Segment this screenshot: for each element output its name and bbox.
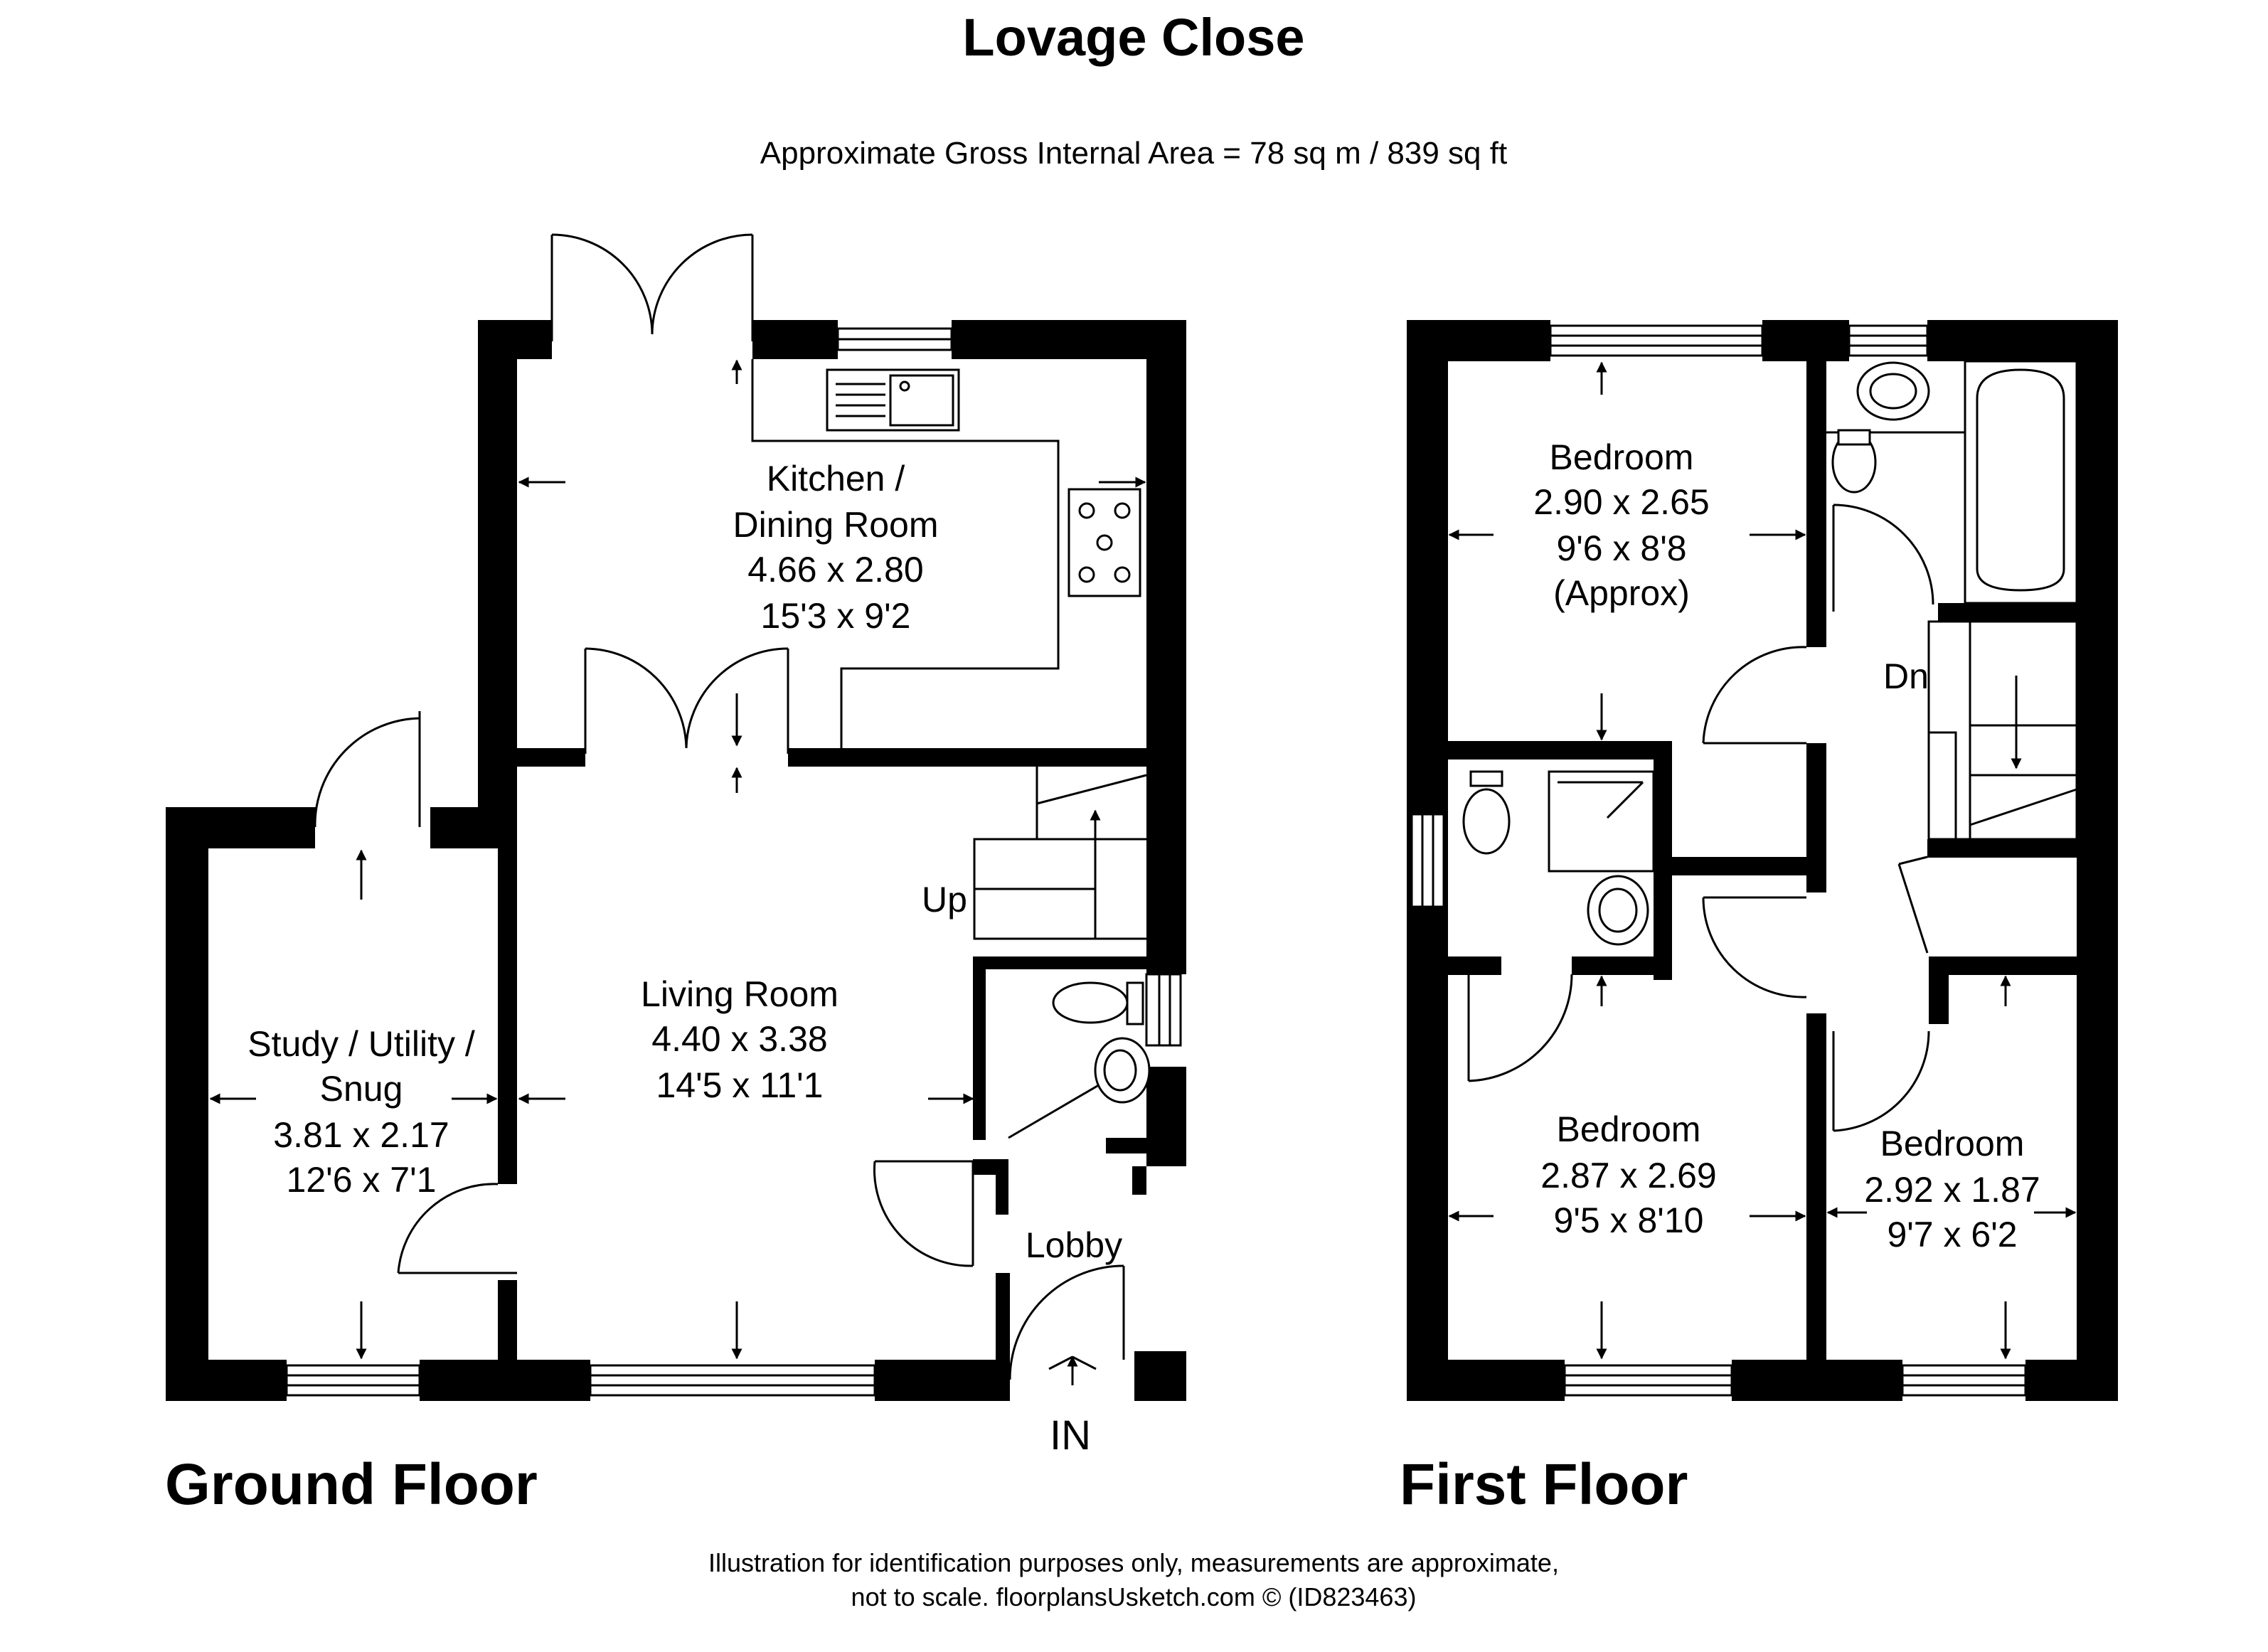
svg-text:9'5 x 8'10: 9'5 x 8'10 xyxy=(1554,1200,1704,1240)
svg-text:Living Room: Living Room xyxy=(641,974,838,1014)
bedroom-3-label: Bedroom 2.92 x 1.87 9'7 x 6'2 xyxy=(1864,1124,2040,1254)
bedroom-2-label: Bedroom 2.87 x 2.69 9'5 x 8'10 xyxy=(1540,1109,1716,1240)
svg-text:Snug: Snug xyxy=(320,1069,403,1109)
svg-text:Study / Utility /: Study / Utility / xyxy=(247,1024,475,1064)
first-floor-plan: Bedroom 2.90 x 2.65 9'6 x 8'8 (Approx) B… xyxy=(1407,320,2118,1401)
ground-floor-windows xyxy=(285,327,1182,1397)
svg-text:15'3 x 9'2: 15'3 x 9'2 xyxy=(761,596,911,636)
ground-floor-plan: Kitchen / Dining Room 4.66 x 2.80 15'3 x… xyxy=(166,233,1186,1459)
svg-text:Bedroom: Bedroom xyxy=(1550,437,1694,477)
stairs-down-label: Dn xyxy=(1883,656,1929,696)
first-floor-stairs xyxy=(1927,620,2078,841)
gross-area: Approximate Gross Internal Area = 78 sq … xyxy=(760,136,1507,171)
svg-text:3.81 x 2.17: 3.81 x 2.17 xyxy=(273,1115,449,1155)
ensuite-fixtures xyxy=(1462,770,1655,946)
kitchen-fixtures xyxy=(751,359,1141,748)
first-floor-dimension-arrows xyxy=(1448,361,2077,1360)
disclaimer-line-2: not to scale. floorplansUsketch.com © (I… xyxy=(851,1582,1417,1611)
ground-floor-title: Ground Floor xyxy=(165,1452,538,1517)
first-floor-doors xyxy=(1467,503,1934,1132)
svg-text:12'6 x 7'1: 12'6 x 7'1 xyxy=(287,1160,437,1200)
ground-floor-walls xyxy=(166,320,1186,1401)
svg-text:Dining Room: Dining Room xyxy=(733,505,938,545)
svg-text:9'7 x 6'2: 9'7 x 6'2 xyxy=(1887,1215,2017,1254)
svg-text:Kitchen /: Kitchen / xyxy=(767,459,905,499)
svg-text:2.92 x 1.87: 2.92 x 1.87 xyxy=(1864,1170,2040,1210)
svg-text:9'6 x 8'8: 9'6 x 8'8 xyxy=(1556,528,1686,568)
svg-text:4.40 x 3.38: 4.40 x 3.38 xyxy=(651,1019,827,1059)
lobby-label: Lobby xyxy=(1026,1225,1122,1265)
ground-floor-stairs xyxy=(973,767,1147,940)
svg-text:Bedroom: Bedroom xyxy=(1557,1109,1701,1149)
first-floor-walls xyxy=(1407,320,2118,1401)
study-utility-snug-label: Study / Utility / Snug 3.81 x 2.17 12'6 … xyxy=(247,1024,475,1200)
svg-text:14'5 x 11'1: 14'5 x 11'1 xyxy=(656,1065,823,1105)
bathroom-fixtures xyxy=(1826,360,2078,604)
disclaimer-line-1: Illustration for identification purposes… xyxy=(708,1548,1559,1577)
entrance-label: IN xyxy=(1050,1412,1091,1459)
living-room-label: Living Room 4.40 x 3.38 14'5 x 11'1 xyxy=(641,974,838,1105)
kitchen-dining-label: Kitchen / Dining Room 4.66 x 2.80 15'3 x… xyxy=(733,459,938,636)
first-floor-windows xyxy=(1410,324,2027,1397)
page-title: Lovage Close xyxy=(962,8,1304,67)
svg-text:2.90 x 2.65: 2.90 x 2.65 xyxy=(1533,482,1709,522)
first-floor-title: First Floor xyxy=(1400,1452,1688,1517)
ground-floor-doors xyxy=(314,233,1125,1380)
svg-text:(Approx): (Approx) xyxy=(1553,573,1690,613)
wc-fixtures xyxy=(1052,981,1151,1104)
ground-floor-dimension-arrows xyxy=(209,359,1146,1385)
bedroom-1-label: Bedroom 2.90 x 2.65 9'6 x 8'8 (Approx) xyxy=(1533,437,1709,613)
svg-text:Bedroom: Bedroom xyxy=(1880,1124,2025,1163)
stairs-up-label: Up xyxy=(922,880,967,920)
svg-text:4.66 x 2.80: 4.66 x 2.80 xyxy=(747,550,923,590)
svg-text:2.87 x 2.69: 2.87 x 2.69 xyxy=(1540,1156,1716,1195)
